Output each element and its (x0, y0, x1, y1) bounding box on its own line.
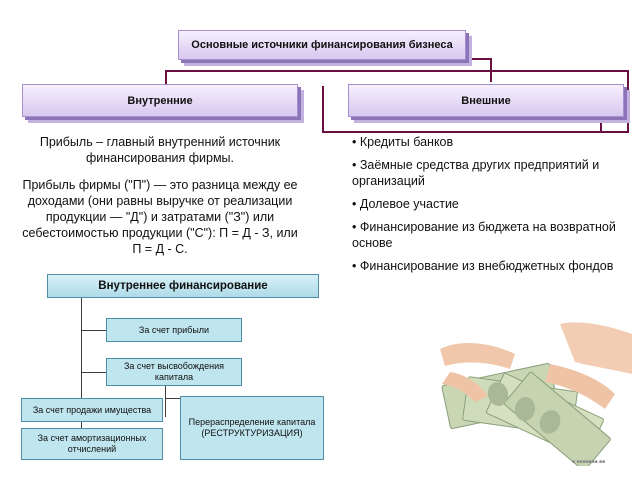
chart-title: Внутреннее финансирование (98, 279, 268, 292)
frame-left-vertical (322, 86, 324, 133)
hands-holding-dollar-bills-icon (410, 314, 632, 466)
watermark-text: ■ ■■■■■■■.■■ (572, 459, 605, 465)
diagram-title: Основные источники финансирования бизнес… (191, 39, 453, 51)
diagram-title-box: Основные источники финансирования бизнес… (178, 30, 466, 60)
capital-release-label: За счет высвобождения капитала (123, 361, 224, 382)
external-sources-label: Внешние (461, 94, 511, 107)
property-sale-box: За счет продажи имущества (21, 398, 163, 422)
restructuring-box: Перераспределение капитала (РЕСТРУКТУРИЗ… (180, 396, 324, 460)
list-item: • Финансирование из внебюджетных фондов (352, 259, 614, 273)
external-sources-list: • Кредиты банков • Заёмные средства друг… (352, 134, 627, 281)
chart-connector (81, 372, 106, 373)
chart-connector (81, 330, 106, 331)
list-item: • Финансирование из бюджета на возвратно… (352, 220, 616, 250)
connector-title-right (470, 58, 492, 60)
list-item: • Заёмные средства других предприятий и … (352, 158, 600, 188)
frame-bottom (322, 131, 629, 133)
chart-connector (165, 385, 166, 417)
internal-sources-label: Внутренние (127, 94, 193, 107)
profit-box: За счет прибыли (106, 318, 242, 342)
amortization-box: За счет амортизационных отчислений (21, 428, 163, 460)
profit-definition-text: Прибыль – главный внутренний источник фи… (39, 135, 281, 165)
connector-left-drop (165, 70, 167, 86)
profit-formula-text: Прибыль фирмы ("П") — это разница между … (22, 178, 298, 256)
internal-financing-chart: Внутреннее финансирование За счет прибыл… (15, 268, 333, 468)
frame-outer-right (627, 70, 629, 132)
list-item: • Кредиты банков (352, 135, 454, 149)
profit-label: За счет прибыли (138, 324, 210, 335)
restructuring-label: Перераспределение капитала (РЕСТРУКТУРИЗ… (188, 417, 316, 438)
connector-top-horizontal (165, 70, 629, 72)
property-sale-label: За счет продажи имущества (32, 404, 152, 415)
amortization-label: За счет амортизационных отчислений (37, 433, 147, 454)
chart-title-box: Внутреннее финансирование (47, 274, 319, 298)
chart-connector (165, 398, 180, 399)
internal-sources-box: Внутренние (22, 84, 298, 117)
capital-release-box: За счет высвобождения капитала (106, 358, 242, 386)
connector-right-drop (490, 58, 492, 82)
external-sources-box: Внешние (348, 84, 624, 117)
list-item: • Долевое участие (352, 197, 459, 211)
chart-connector (81, 298, 82, 438)
